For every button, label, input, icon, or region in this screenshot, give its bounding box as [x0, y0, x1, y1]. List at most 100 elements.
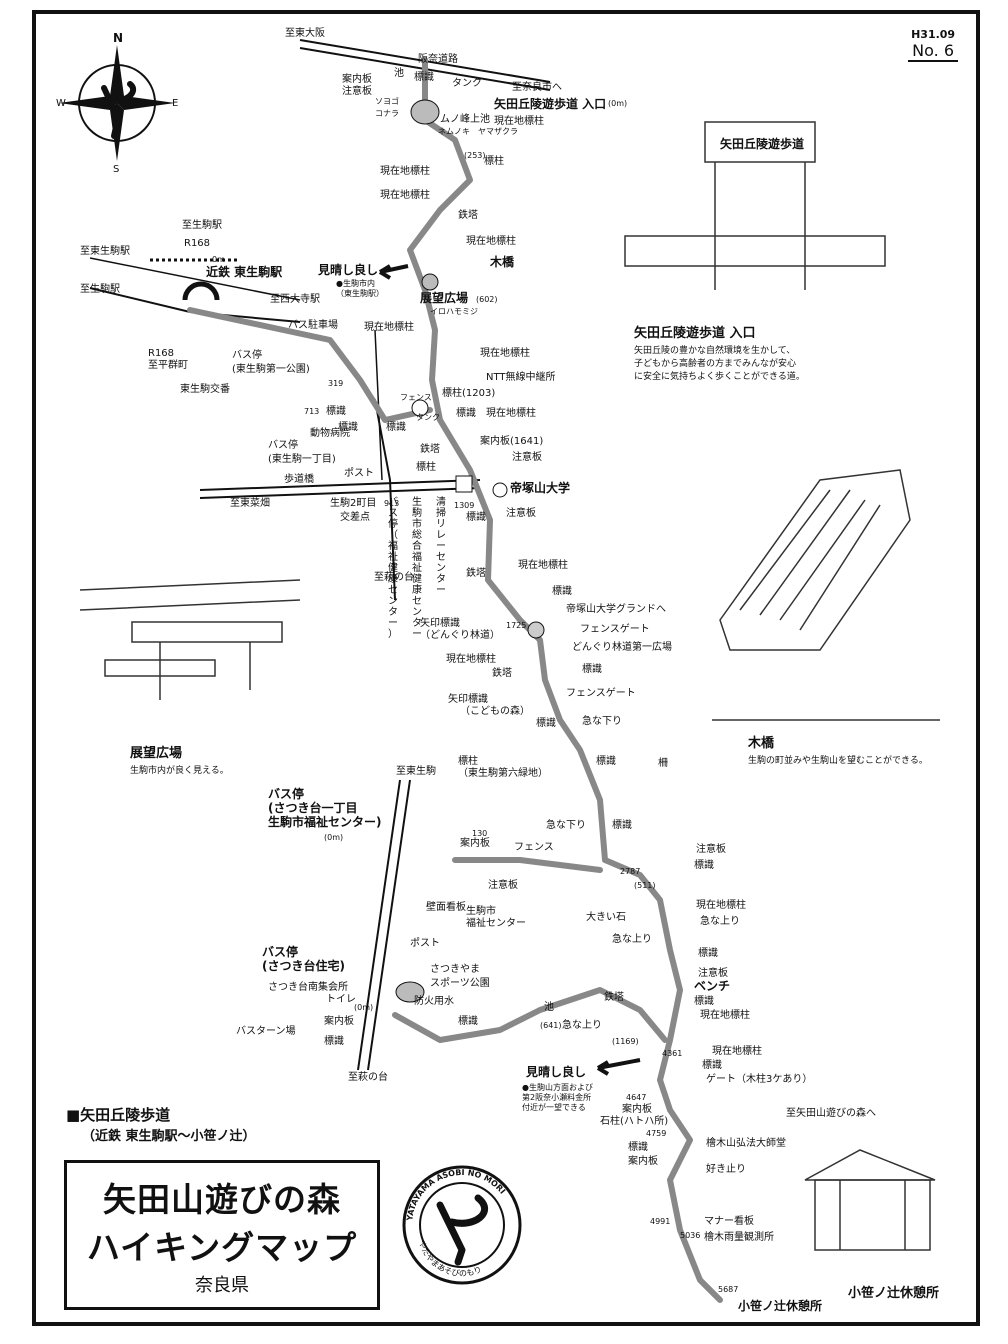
label-to-east: 至東菜畑 — [230, 496, 270, 509]
label-d713: 713 — [304, 407, 319, 416]
bridge-caption-title: 木橋 — [748, 736, 775, 751]
label-yajirushi1: 矢印標識 — [420, 616, 460, 629]
map-title-line1: 矢田山遊びの森 — [103, 1180, 341, 1219]
label-d4991: 4991 — [650, 1217, 670, 1226]
label-to-higashi-osaka: 至東大阪 — [285, 26, 325, 39]
rest-caption: 小笹ノ辻休憩所 — [848, 1282, 939, 1301]
label-d641: (641) — [540, 1021, 562, 1030]
label-kintetsu: 近鉄 東生駒駅 — [206, 264, 283, 279]
label-d1203: 標柱(1203) — [442, 386, 495, 399]
label-irohamomiji: イロハモミジ — [430, 307, 478, 316]
label-caution2: 注意板 — [512, 450, 542, 463]
label-pond: 池 — [394, 66, 404, 79]
label-caution5: 注意板 — [698, 966, 728, 979]
label-post1: ポスト — [344, 467, 374, 479]
label-genzai1: 現在地標柱 — [494, 114, 544, 127]
label-r168-top2: R168 — [184, 238, 210, 249]
route-title: ■矢田丘陵歩道 （近鉄 東生駒駅～小笹ノ辻） — [66, 1104, 256, 1144]
label-tenbou: 展望広場 — [420, 290, 468, 305]
trail-route — [187, 57, 723, 1303]
label-d4759: 4759 — [646, 1129, 666, 1138]
compass-rose-icon: N S W E — [56, 31, 178, 175]
route-title-line2: （近鉄 東生駒駅～小笹ノ辻） — [82, 1129, 256, 1144]
label-soyogo: ソヨゴ — [375, 96, 399, 106]
label-tower4: 鉄塔 — [492, 666, 512, 679]
label-tank2: タンク — [416, 413, 440, 422]
label-genzai5: 現在地標柱 — [364, 320, 414, 333]
map-title-line2: ハイキングマップ — [86, 1228, 358, 1267]
label-to-higashiikoma2: 至東生駒 — [396, 764, 436, 777]
map-number: No. 6 — [908, 41, 958, 62]
label-d5036: 5036 — [680, 1231, 700, 1240]
entrance-sign-sketch: 矢田丘陵遊歩道 — [624, 121, 886, 290]
label-hyochu3b: （東生駒第六緑地） — [458, 766, 548, 779]
label-genzai6: 現在地標柱 — [480, 346, 530, 359]
label-fencegate2: フェンスゲート — [566, 687, 636, 699]
entrance-caption-desc: 矢田丘陵の豊かな自然環境を生かして、 子どもから高齢者の方までみんなが安心 に安… — [634, 346, 805, 382]
label-caution3: 注意板 — [506, 506, 536, 519]
plaza-caption: 展望広場 生駒市内が良く見える。 — [130, 742, 229, 778]
bridge-sketch — [712, 469, 940, 721]
label-d130: 130 — [472, 829, 487, 838]
compass-s: S — [113, 164, 119, 175]
label-marker16: 標識 — [338, 420, 358, 433]
label-bus-stop4: バス停 — [262, 944, 298, 959]
compass-w: W — [56, 98, 66, 109]
label-hyochu2: 標柱 — [416, 460, 436, 473]
label-marker13: 標識 — [702, 1058, 722, 1071]
label-steep5: 急な上り — [562, 1018, 602, 1031]
label-bus-stop3b: (さつき台一丁目 — [268, 800, 358, 815]
label-marker8: 標識 — [596, 754, 616, 767]
label-marker3: 標識 — [386, 420, 406, 433]
label-d1725: 1725 — [506, 621, 526, 630]
label-munouhoike: ムノ峰上池 — [440, 112, 490, 125]
label-genzai10: 現在地標柱 — [696, 898, 746, 911]
label-bus-stop2b: (東生駒一丁目) — [268, 452, 336, 465]
label-toilet: トイレ — [326, 994, 356, 1005]
label-view1-note2: （東生駒駅） — [336, 288, 384, 298]
label-tower5: 鉄塔 — [604, 990, 624, 1003]
bridge-caption: 木橋 生駒の町並みや生駒山を望むことができる。 — [748, 732, 928, 768]
label-info2: 案内板 — [622, 1102, 652, 1115]
label-fencegate1: フェンスゲート — [580, 623, 650, 635]
label-bus-parking: バス駐車場 — [288, 318, 338, 331]
label-marker4: 標識 — [466, 510, 486, 523]
label-tower2: 鉄塔 — [420, 442, 440, 455]
label-ikoma-welfare2: 福祉センター — [466, 916, 526, 929]
label-genzai9: 現在地標柱 — [446, 652, 496, 665]
label-genzai3: 現在地標柱 — [380, 188, 430, 201]
sign-text: 矢田丘陵遊歩道 — [720, 136, 804, 151]
label-marker2: 標識 — [456, 406, 476, 419]
label-post2: ポスト — [410, 937, 440, 949]
label-d913: 913 — [384, 499, 399, 508]
label-d253: (253) — [464, 151, 486, 160]
label-pond2: 池 — [544, 1000, 554, 1013]
label-fence1: フェンス — [400, 393, 432, 402]
label-genzai2: 現在地標柱 — [380, 164, 430, 177]
label-marker17: 標識 — [324, 1034, 344, 1047]
label-satsuki-sports: さつきやま — [430, 963, 480, 975]
label-yajirushi2: 矢印標識 — [448, 692, 488, 705]
label-koban: 東生駒交番 — [180, 382, 230, 395]
label-steep1: 急な下り — [582, 714, 622, 727]
label-view2-note1: ●生駒山方面および — [522, 1082, 593, 1092]
label-d602: (602) — [476, 295, 498, 304]
entrance-caption-title: 矢田丘陵遊歩道 入口 — [634, 326, 756, 341]
entrance-caption: 矢田丘陵遊歩道 入口 矢田丘陵の豊かな自然環境を生かして、 子どもから高齢者の方… — [634, 322, 805, 384]
label-yajirushi2b: （こどもの森） — [460, 704, 530, 717]
label-to-nara: 至奈良市へ — [512, 80, 562, 93]
label-to-asobi: 至矢田山遊びの森へ — [786, 1106, 876, 1119]
label-genzai12: 現在地標柱 — [712, 1044, 762, 1057]
label-steep2: 急な下り — [546, 818, 586, 831]
label-entrance: 矢田丘陵遊歩道 入口 — [494, 96, 606, 111]
revision-date: H31.09 — [911, 28, 956, 41]
label-bus-stop3c: 生駒市福祉センター) — [268, 814, 382, 829]
label-big-stone: 大きい石 — [586, 910, 626, 923]
label-yamazakura: ヤマザクラ — [478, 127, 518, 136]
label-bus-stop4b: (さつき台住宅) — [262, 958, 345, 973]
label-d4361: 4361 — [662, 1049, 682, 1058]
label-hanna-road: 阪奈道路 — [418, 52, 458, 65]
label-v-center: 生駒市総合福祉健康センター — [412, 495, 422, 640]
label-info3: 案内板 — [628, 1154, 658, 1167]
label-marker6: 標識 — [582, 662, 602, 675]
